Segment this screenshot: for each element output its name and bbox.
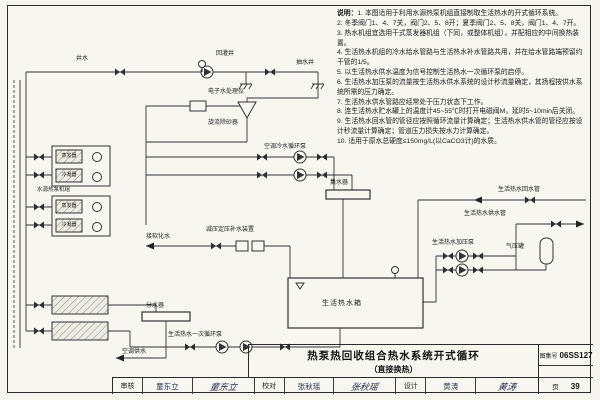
note-item: 3. 热水机组宜选用干式蒸发器机组（下同，或整体机组），并配相应的中间换热装置。	[337, 29, 580, 47]
atlas-box-spacer	[539, 366, 593, 377]
heat-pump-unit	[51, 145, 111, 187]
valve-icon	[551, 220, 561, 228]
makeup-device-icon	[235, 240, 265, 252]
pump-icon	[455, 249, 469, 263]
label-primary-pump: 生活热水一次循环泵	[168, 332, 223, 338]
valve-icon	[34, 301, 44, 309]
signature-text: 童东立	[208, 382, 238, 393]
valve-icon	[257, 171, 267, 179]
check-label: 校对	[255, 378, 285, 394]
notes-heading: 说明：	[337, 10, 358, 17]
label-recharge-well: 回灌井	[216, 51, 235, 57]
note-item: 10. 适用于原水总硬度≤150mg/L(以CaCO3计)的水质。	[337, 137, 501, 145]
signature-text: 黄涛	[496, 382, 517, 393]
valve-icon	[473, 252, 483, 260]
collector-icon	[325, 189, 371, 200]
valve-icon	[317, 153, 327, 161]
atlas-number-box: 图集号 06SS127 页 39	[538, 344, 593, 394]
pump-icon	[215, 340, 229, 354]
label-pumping-well: 抽水井	[296, 60, 315, 66]
valve-icon	[473, 266, 483, 274]
valve-icon	[443, 266, 453, 274]
label-ac-pump: 空调冷水循环泵	[264, 144, 307, 150]
label-distributor: 分水器	[146, 303, 165, 309]
valve-icon	[34, 203, 44, 211]
label-makeup-device: 减压定压补水装置	[206, 227, 255, 233]
heat-exchanger	[51, 321, 109, 341]
label-heat-pump-unit: 水源热泵机组	[37, 187, 71, 193]
hot-water-tank	[287, 277, 424, 329]
label-evaporator: 蒸发器	[61, 203, 77, 209]
valve-icon	[115, 68, 125, 76]
check-name: 张秋瑶	[285, 378, 335, 394]
atlas-label: 图集号	[539, 353, 558, 360]
valve-icon	[257, 153, 267, 161]
label-condenser: 冷凝器	[61, 172, 77, 178]
check-signature: 张秋瑶	[334, 378, 397, 394]
cyclone-icon	[237, 101, 257, 120]
page-label: 页	[552, 384, 559, 391]
note-item: 1. 本图适用于利用水源热泵机组直接制取生活热水的开式循环系统。	[357, 10, 563, 17]
drawing-subtitle: （直接换热）	[369, 364, 418, 374]
flow-arrows	[116, 196, 584, 362]
page-number: 39	[570, 381, 580, 391]
valve-icon	[185, 343, 195, 351]
atlas-number: 06SS127	[559, 350, 593, 360]
pump-icon	[293, 168, 307, 182]
notes-block: 说明： 1. 本图适用于利用水源热泵机组直接制取生活热水的开式循环系统。 2. …	[337, 9, 587, 147]
note-item: 7. 生活热水供水管路应经常处于压力状态下工作。	[337, 98, 488, 106]
note-item: 6. 生活热水加压泵的流量按生活热水供水系统的设计秒流量确定，其扬程按供水系统所…	[337, 78, 583, 96]
review-name: 童东立	[143, 378, 193, 394]
label-hot-water-tank: 生活热水箱	[322, 300, 362, 307]
signature-strip: 审核 童东立 童东立 校对 张秋瑶 张秋瑶 设计 黄涛 黄涛	[112, 377, 538, 394]
label-hw-supply: 生活热水供水管	[464, 211, 507, 217]
label-pressure-tank: 气压罐	[506, 244, 525, 250]
review-signature: 童东立	[193, 378, 255, 394]
valve-icon	[34, 153, 44, 161]
valve-icon	[525, 196, 535, 204]
label-hw-return: 生活热水回水管	[498, 187, 541, 193]
note-item: 9. 生活热水回水管的管径应按照循环流量计算确定；生活热水供水管的管径应按设计秒…	[337, 118, 583, 136]
design-name: 黄涛	[426, 378, 477, 394]
drawing-title: 热泵热回收组合热水系统开式循环	[307, 349, 480, 362]
valve-icon	[211, 242, 221, 250]
drawing-title-cell: 热泵热回收组合热水系统开式循环 （直接换热）	[248, 344, 538, 377]
label-collector: 集水器	[330, 180, 349, 186]
label-water-treatment: 电子水处理仪	[208, 89, 245, 95]
note-item: 2. 冬季阀门1、4、7关，阀门2、5、8开；夏季阀门2、5、8关，阀门1、4、…	[337, 19, 581, 27]
label-softened-water: 接软化水	[146, 234, 171, 240]
valve-icon	[34, 327, 44, 335]
label-hw-booster: 生活热水加压泵	[432, 240, 475, 246]
valve-icon	[443, 252, 453, 260]
pump-icon	[455, 263, 469, 277]
note-item: 4. 生活热水机组的冷水给水管路与生活热水补水管路共用，并在给水管路端预留约干管…	[337, 49, 583, 67]
design-signature: 黄涛	[476, 378, 538, 394]
note-item: 8. 连生活热水贮水罐上的温度计45~55℃时打开电磁阀M，延时5~10min后…	[337, 108, 580, 116]
design-label: 设计	[396, 378, 427, 394]
heat-exchanger	[51, 295, 109, 315]
label-evaporator: 蒸发器	[61, 153, 77, 159]
valve-icon	[317, 171, 327, 179]
pump-icon	[293, 150, 307, 164]
valve-icon	[265, 68, 275, 76]
distributor-icon	[141, 311, 191, 322]
signature-text: 张秋瑶	[350, 382, 380, 393]
label-cyclone: 旋流除砂器	[208, 120, 239, 126]
note-item: 5. 以生活热水供水温度为信号控制生活热水一次循环泵的启停。	[337, 69, 529, 77]
water-treater-icon	[189, 100, 207, 112]
heat-pump-unit	[51, 195, 111, 237]
pressure-tank-icon	[539, 237, 554, 265]
label-condenser: 冷凝器	[61, 222, 77, 228]
review-label: 审核	[113, 378, 143, 394]
valve-icon	[34, 171, 44, 179]
label-well-water: 井水	[76, 56, 89, 62]
water-level-icon	[295, 282, 305, 290]
valve-icon	[34, 221, 44, 229]
label-ac-supply: 空调供水	[122, 349, 147, 355]
gauge-icon	[391, 266, 399, 279]
